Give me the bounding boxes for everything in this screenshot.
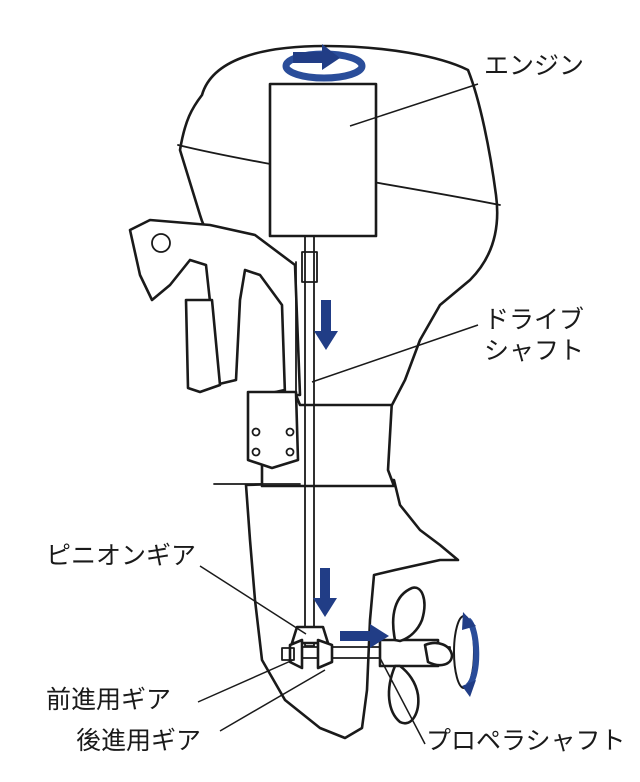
bracket-lower-arm: [184, 298, 222, 394]
drive-shaft: [304, 235, 315, 647]
propeller-shaft-label: プロペラシャフト: [426, 726, 626, 755]
drive-shaft-label-line2: シャフト: [484, 336, 585, 365]
swivel-block: [246, 390, 300, 470]
propeller-rotation-arrow-bottom: [462, 680, 476, 697]
propeller-drive-arrow: [340, 624, 389, 648]
engine-block: [268, 82, 378, 238]
forward-gear: [288, 638, 304, 670]
reverse-gear-label: 後進用ギア: [76, 726, 202, 755]
propeller-blade-top: [391, 586, 426, 643]
reverse-gear: [316, 638, 334, 670]
shaft-coupling: [301, 251, 318, 283]
tilt-pivot: [151, 233, 171, 253]
lower-unit: [244, 478, 460, 740]
engine-rotation-arrow: [293, 44, 340, 70]
reverse-gear-leader: [219, 669, 326, 732]
drive-shaft-label-line1: ドライブ: [484, 305, 585, 334]
engine-leader: [349, 83, 479, 127]
bolt: [285, 447, 295, 457]
drive-down-arrow-lower: [313, 568, 337, 617]
pinion-gear-leader: [199, 565, 307, 635]
propeller-blade-rear: [423, 641, 454, 667]
propeller-rotation-arrow-top: [462, 612, 476, 630]
bolt: [251, 427, 261, 437]
forward-gear-leader: [197, 659, 294, 703]
propeller-shaft-leader: [379, 657, 426, 745]
engine-label: エンジン: [484, 51, 585, 80]
bolt: [285, 427, 295, 437]
clamp-bracket: [128, 218, 302, 397]
bolt: [251, 447, 261, 457]
gear-case-block: [281, 647, 295, 661]
pinion-gear-label: ピニオンギア: [46, 541, 197, 570]
propeller-blade-bottom: [387, 664, 420, 725]
drive-down-arrow-upper: [314, 300, 338, 350]
drive-shaft-leader: [311, 324, 479, 383]
forward-gear-label: 前進用ギア: [46, 685, 172, 714]
